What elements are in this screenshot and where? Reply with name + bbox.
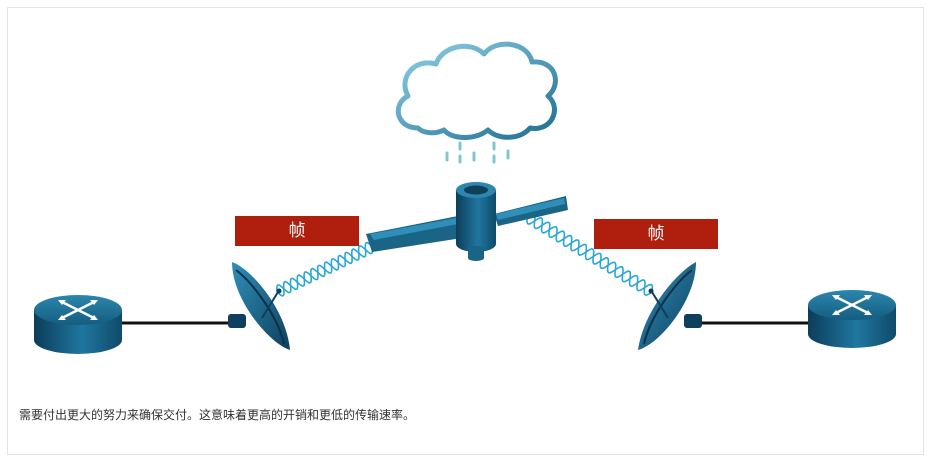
- router-icon-right: [808, 290, 896, 348]
- cloud-icon: [395, 41, 558, 140]
- diagram-caption: 需要付出更大的努力来确保交付。这意味着更高的开销和更低的传输速率。: [19, 408, 416, 422]
- router-icon-left: [34, 295, 122, 354]
- dish-antenna-left: [228, 262, 290, 350]
- dish-antenna-right: [638, 262, 702, 350]
- frame-label-left: 帧: [235, 216, 359, 246]
- wave-signal-left: [275, 235, 388, 297]
- satellite-icon: [366, 182, 568, 261]
- frame-label-right: 帧: [594, 219, 718, 249]
- wave-signal-right: [518, 208, 654, 296]
- rain-icon: [445, 141, 510, 164]
